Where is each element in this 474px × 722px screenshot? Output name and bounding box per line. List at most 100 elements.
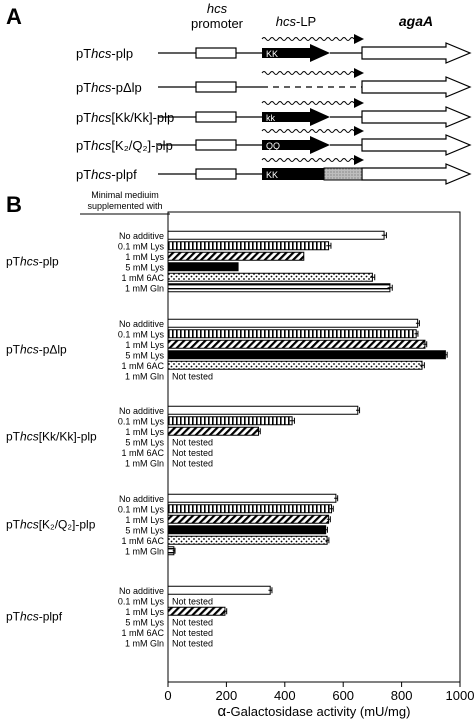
bar bbox=[167, 283, 391, 293]
agaA-gene-arrow bbox=[361, 106, 472, 128]
condition-label: 1 mM Gln bbox=[125, 283, 164, 293]
x-tick-label: 0 bbox=[164, 688, 171, 703]
promoter-box bbox=[195, 81, 237, 93]
condition-label: No additive bbox=[119, 319, 164, 329]
transcript-wave bbox=[261, 71, 355, 75]
agaA-header: agaA bbox=[399, 13, 433, 29]
bar bbox=[167, 416, 293, 426]
condition-label: 1 mM 6AC bbox=[121, 536, 164, 546]
transcript-arrowhead bbox=[354, 155, 364, 165]
bar bbox=[167, 262, 239, 272]
transcript-wave bbox=[261, 129, 355, 133]
medium-header-line2: supplemented with bbox=[87, 201, 162, 211]
x-axis-label: α-Galactosidase activity (mU/mg) bbox=[218, 703, 411, 720]
agaA-gene-arrow bbox=[361, 42, 472, 64]
construct-row: pThcs-pΔlp bbox=[76, 68, 472, 98]
not-tested-label: Not tested bbox=[172, 628, 213, 638]
condition-label: No additive bbox=[119, 494, 164, 504]
bar bbox=[167, 426, 260, 436]
lp-codon-label: KK bbox=[266, 170, 278, 180]
condition-label: 1 mM 6AC bbox=[121, 448, 164, 458]
condition-label: 5 mM Lys bbox=[125, 350, 164, 360]
construct-row: pThcs[Kk/Kk]-plp kk bbox=[76, 98, 472, 128]
condition-label: 1 mM Gln bbox=[125, 546, 164, 556]
x-tick-label: 600 bbox=[332, 688, 354, 703]
lp-gene-arrow bbox=[262, 136, 330, 154]
group-label: pThcs[K₂/Q₂]-plp bbox=[6, 518, 96, 532]
transcript-arrowhead bbox=[354, 68, 364, 78]
condition-label: 5 mM Lys bbox=[125, 525, 164, 535]
condition-label: 1 mM 6AC bbox=[121, 273, 164, 283]
transcript-wave bbox=[261, 101, 355, 105]
condition-label: No additive bbox=[119, 586, 164, 596]
construct-label: pThcs[K₂/Q₂]-plp bbox=[76, 138, 173, 153]
construct-label: pThcs[Kk/Kk]-plp bbox=[76, 110, 174, 125]
not-tested-label: Not tested bbox=[172, 596, 213, 606]
condition-label: 1 mM Lys bbox=[125, 607, 164, 617]
condition-label: 0.1 mM Lys bbox=[118, 596, 165, 606]
construct-row: pThcs-plp KK bbox=[76, 34, 472, 64]
condition-label: 1 mM Gln bbox=[125, 458, 164, 468]
bar bbox=[167, 585, 271, 595]
transcript-arrowhead bbox=[354, 126, 364, 136]
bar bbox=[167, 504, 333, 514]
group-label: pThcs-pΔlp bbox=[6, 343, 67, 357]
not-tested-label: Not tested bbox=[172, 448, 213, 458]
bar bbox=[167, 514, 330, 524]
bar bbox=[167, 350, 446, 360]
bar bbox=[167, 329, 417, 339]
lp-codon-label: KK bbox=[266, 49, 278, 59]
condition-label: 1 mM Gln bbox=[125, 638, 164, 648]
condition-label: No additive bbox=[119, 231, 164, 241]
promoter-box bbox=[195, 168, 237, 180]
lp-codon-label: kk bbox=[266, 113, 276, 123]
condition-label: 1 mM Lys bbox=[125, 427, 164, 437]
lp-leader-box bbox=[262, 168, 324, 180]
group-label: pThcs[Kk/Kk]-plp bbox=[6, 430, 97, 444]
agaA-gene-arrow bbox=[361, 134, 472, 156]
not-tested-label: Not tested bbox=[172, 638, 213, 648]
condition-label: 1 mM Lys bbox=[125, 515, 164, 525]
condition-label: 5 mM Lys bbox=[125, 262, 164, 272]
bar bbox=[167, 405, 359, 415]
construct-label: pThcs-plpf bbox=[76, 167, 137, 182]
condition-label: 1 mM Lys bbox=[125, 252, 164, 262]
bar bbox=[167, 535, 328, 545]
construct-row: pThcs-plpf KK bbox=[76, 155, 472, 185]
construct-label: pThcs-plp bbox=[76, 46, 133, 61]
promoter-box bbox=[195, 47, 237, 59]
medium-header-line1: Minimal mediuim bbox=[91, 190, 159, 200]
condition-label: 5 mM Lys bbox=[125, 617, 164, 627]
lp-codon-label: QQ bbox=[266, 141, 280, 151]
bar bbox=[167, 606, 226, 616]
condition-label: 0.1 mM Lys bbox=[118, 416, 165, 426]
promoter-header-top: hcs bbox=[207, 1, 228, 16]
lp-header: hcs-LP bbox=[276, 14, 316, 29]
agaA-gene-arrow bbox=[361, 76, 472, 98]
transcript-arrowhead bbox=[354, 34, 364, 44]
lp-gene-arrow bbox=[262, 44, 330, 62]
condition-label: 1 mM Lys bbox=[125, 340, 164, 350]
x-tick-label: 200 bbox=[216, 688, 238, 703]
promoter-box bbox=[195, 111, 237, 123]
group-label: pThcs-plpf bbox=[6, 610, 63, 624]
plot-frame bbox=[167, 211, 461, 683]
group-label: pThcs-plp bbox=[6, 255, 59, 269]
condition-label: 0.1 mM Lys bbox=[118, 504, 165, 514]
bar bbox=[167, 241, 330, 251]
condition-label: 5 mM Lys bbox=[125, 437, 164, 447]
bar bbox=[167, 230, 385, 240]
bar bbox=[167, 251, 305, 261]
condition-label: 1 mM 6AC bbox=[121, 628, 164, 638]
transcript-arrowhead bbox=[354, 98, 364, 108]
transcript-wave bbox=[261, 158, 355, 162]
construct-label: pThcs-pΔlp bbox=[76, 80, 142, 95]
